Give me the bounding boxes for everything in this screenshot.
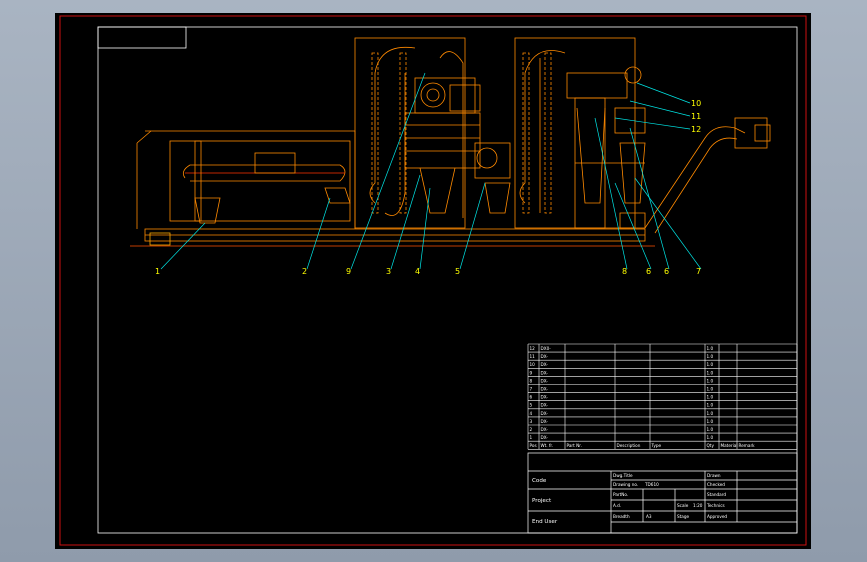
table-cell: 1.0: [707, 403, 714, 408]
table-cell: 1.0: [707, 395, 714, 400]
title-block-text: Code Project End User Dwg.Title Drawing …: [532, 473, 727, 525]
table-cell: DX-: [541, 354, 549, 359]
callout-number: 5: [455, 267, 460, 276]
drawing-no-value: TD610: [644, 482, 659, 487]
table-cell: 8: [530, 378, 533, 383]
table-header-cell: Remark: [739, 443, 756, 448]
table-cell: DX-: [541, 370, 549, 375]
table-cell: DX-: [541, 419, 549, 424]
table-cell: 1: [530, 435, 533, 440]
table-cell: 1.0: [707, 419, 714, 424]
part-no-label: PartNo.: [613, 492, 628, 497]
table-header-cell: Wt. fr.: [541, 443, 554, 448]
callout-number: 12: [691, 125, 701, 134]
callout-number: 9: [346, 267, 351, 276]
table-cell: 11: [530, 354, 536, 359]
table-header-cell: Material: [721, 443, 738, 448]
table-header-cell: Pos: [530, 443, 537, 448]
table-cell: 1.0: [707, 346, 714, 351]
table-cell: DX-: [541, 427, 549, 432]
scale-value: 1:20: [693, 503, 703, 508]
scale-label: Scale: [677, 503, 689, 508]
leader-lines: [160, 72, 702, 270]
callout-number: 11: [691, 112, 701, 121]
callout-number: 10: [691, 99, 701, 108]
breadth-label: Breadth: [613, 514, 630, 519]
code-label: Code: [532, 478, 547, 484]
table-cell: 7: [530, 387, 533, 392]
project-label: Project: [532, 498, 552, 504]
stage-label: Stage: [677, 514, 690, 519]
callout-number: 2: [302, 267, 307, 276]
table-cell: 1.0: [707, 354, 714, 359]
machine-drawing: [130, 37, 771, 247]
technics-label: Technics: [706, 503, 725, 508]
table-cell: 5: [530, 403, 533, 408]
table-header-cell: Description: [617, 443, 641, 448]
table-cell: 2: [530, 427, 533, 432]
table-cell: 1.0: [707, 362, 714, 367]
table-cell: 4: [530, 411, 533, 416]
checked-label: Checked: [707, 482, 725, 487]
drawn-label: Drawn: [707, 473, 721, 478]
end-user-label: End User: [532, 519, 558, 525]
callout-numbers: 1 2 9 3 4 5 8 6 6 7 10 11 12: [155, 99, 701, 276]
callout-number: 6: [646, 267, 651, 276]
table-cell: 1.0: [707, 427, 714, 432]
approved-label: Approved: [707, 514, 727, 519]
table-cell: DX-: [541, 411, 549, 416]
callout-number: 3: [386, 267, 391, 276]
callout-number: 7: [696, 267, 701, 276]
table-cell: 1.0: [707, 387, 714, 392]
table-cell: 1.0: [707, 411, 714, 416]
ad-label: A.d.: [613, 503, 621, 508]
corner-box: [97, 26, 187, 49]
table-cell: 10: [530, 362, 536, 367]
callout-number: 1: [155, 267, 160, 276]
title-block: [527, 452, 798, 534]
table-cell: 9: [530, 370, 533, 375]
table-cell: DX-: [541, 435, 549, 440]
callout-number: 4: [415, 267, 420, 276]
table-cell: DX-: [541, 362, 549, 367]
callout-number: 8: [622, 267, 627, 276]
table-cell: 12: [530, 346, 536, 351]
table-cell: 6: [530, 395, 533, 400]
standard-label: Standard: [707, 492, 726, 497]
table-cell: DX-: [541, 403, 549, 408]
inner-frame: [97, 26, 798, 534]
table-cell: 3: [530, 419, 533, 424]
table-cell: DX-: [541, 395, 549, 400]
table-cell: 1.0: [707, 435, 714, 440]
table-cell: 1.0: [707, 378, 714, 383]
table-cell: DX-: [541, 387, 549, 392]
drawing-no-label: Drawing no.: [613, 482, 638, 487]
callout-number: 6: [664, 267, 669, 276]
table-cell: DX0-: [541, 346, 552, 351]
dwg-title-label: Dwg.Title: [613, 473, 633, 478]
table-cell: DX-: [541, 378, 549, 383]
table-cell: 1.0: [707, 370, 714, 375]
outer-frame: [59, 15, 807, 546]
table-header-cell: Part Nr.: [567, 443, 582, 448]
table-header-cell: Type: [651, 443, 662, 448]
breadth-value: A3: [646, 514, 652, 519]
table-header-cell: Qty: [707, 443, 715, 448]
